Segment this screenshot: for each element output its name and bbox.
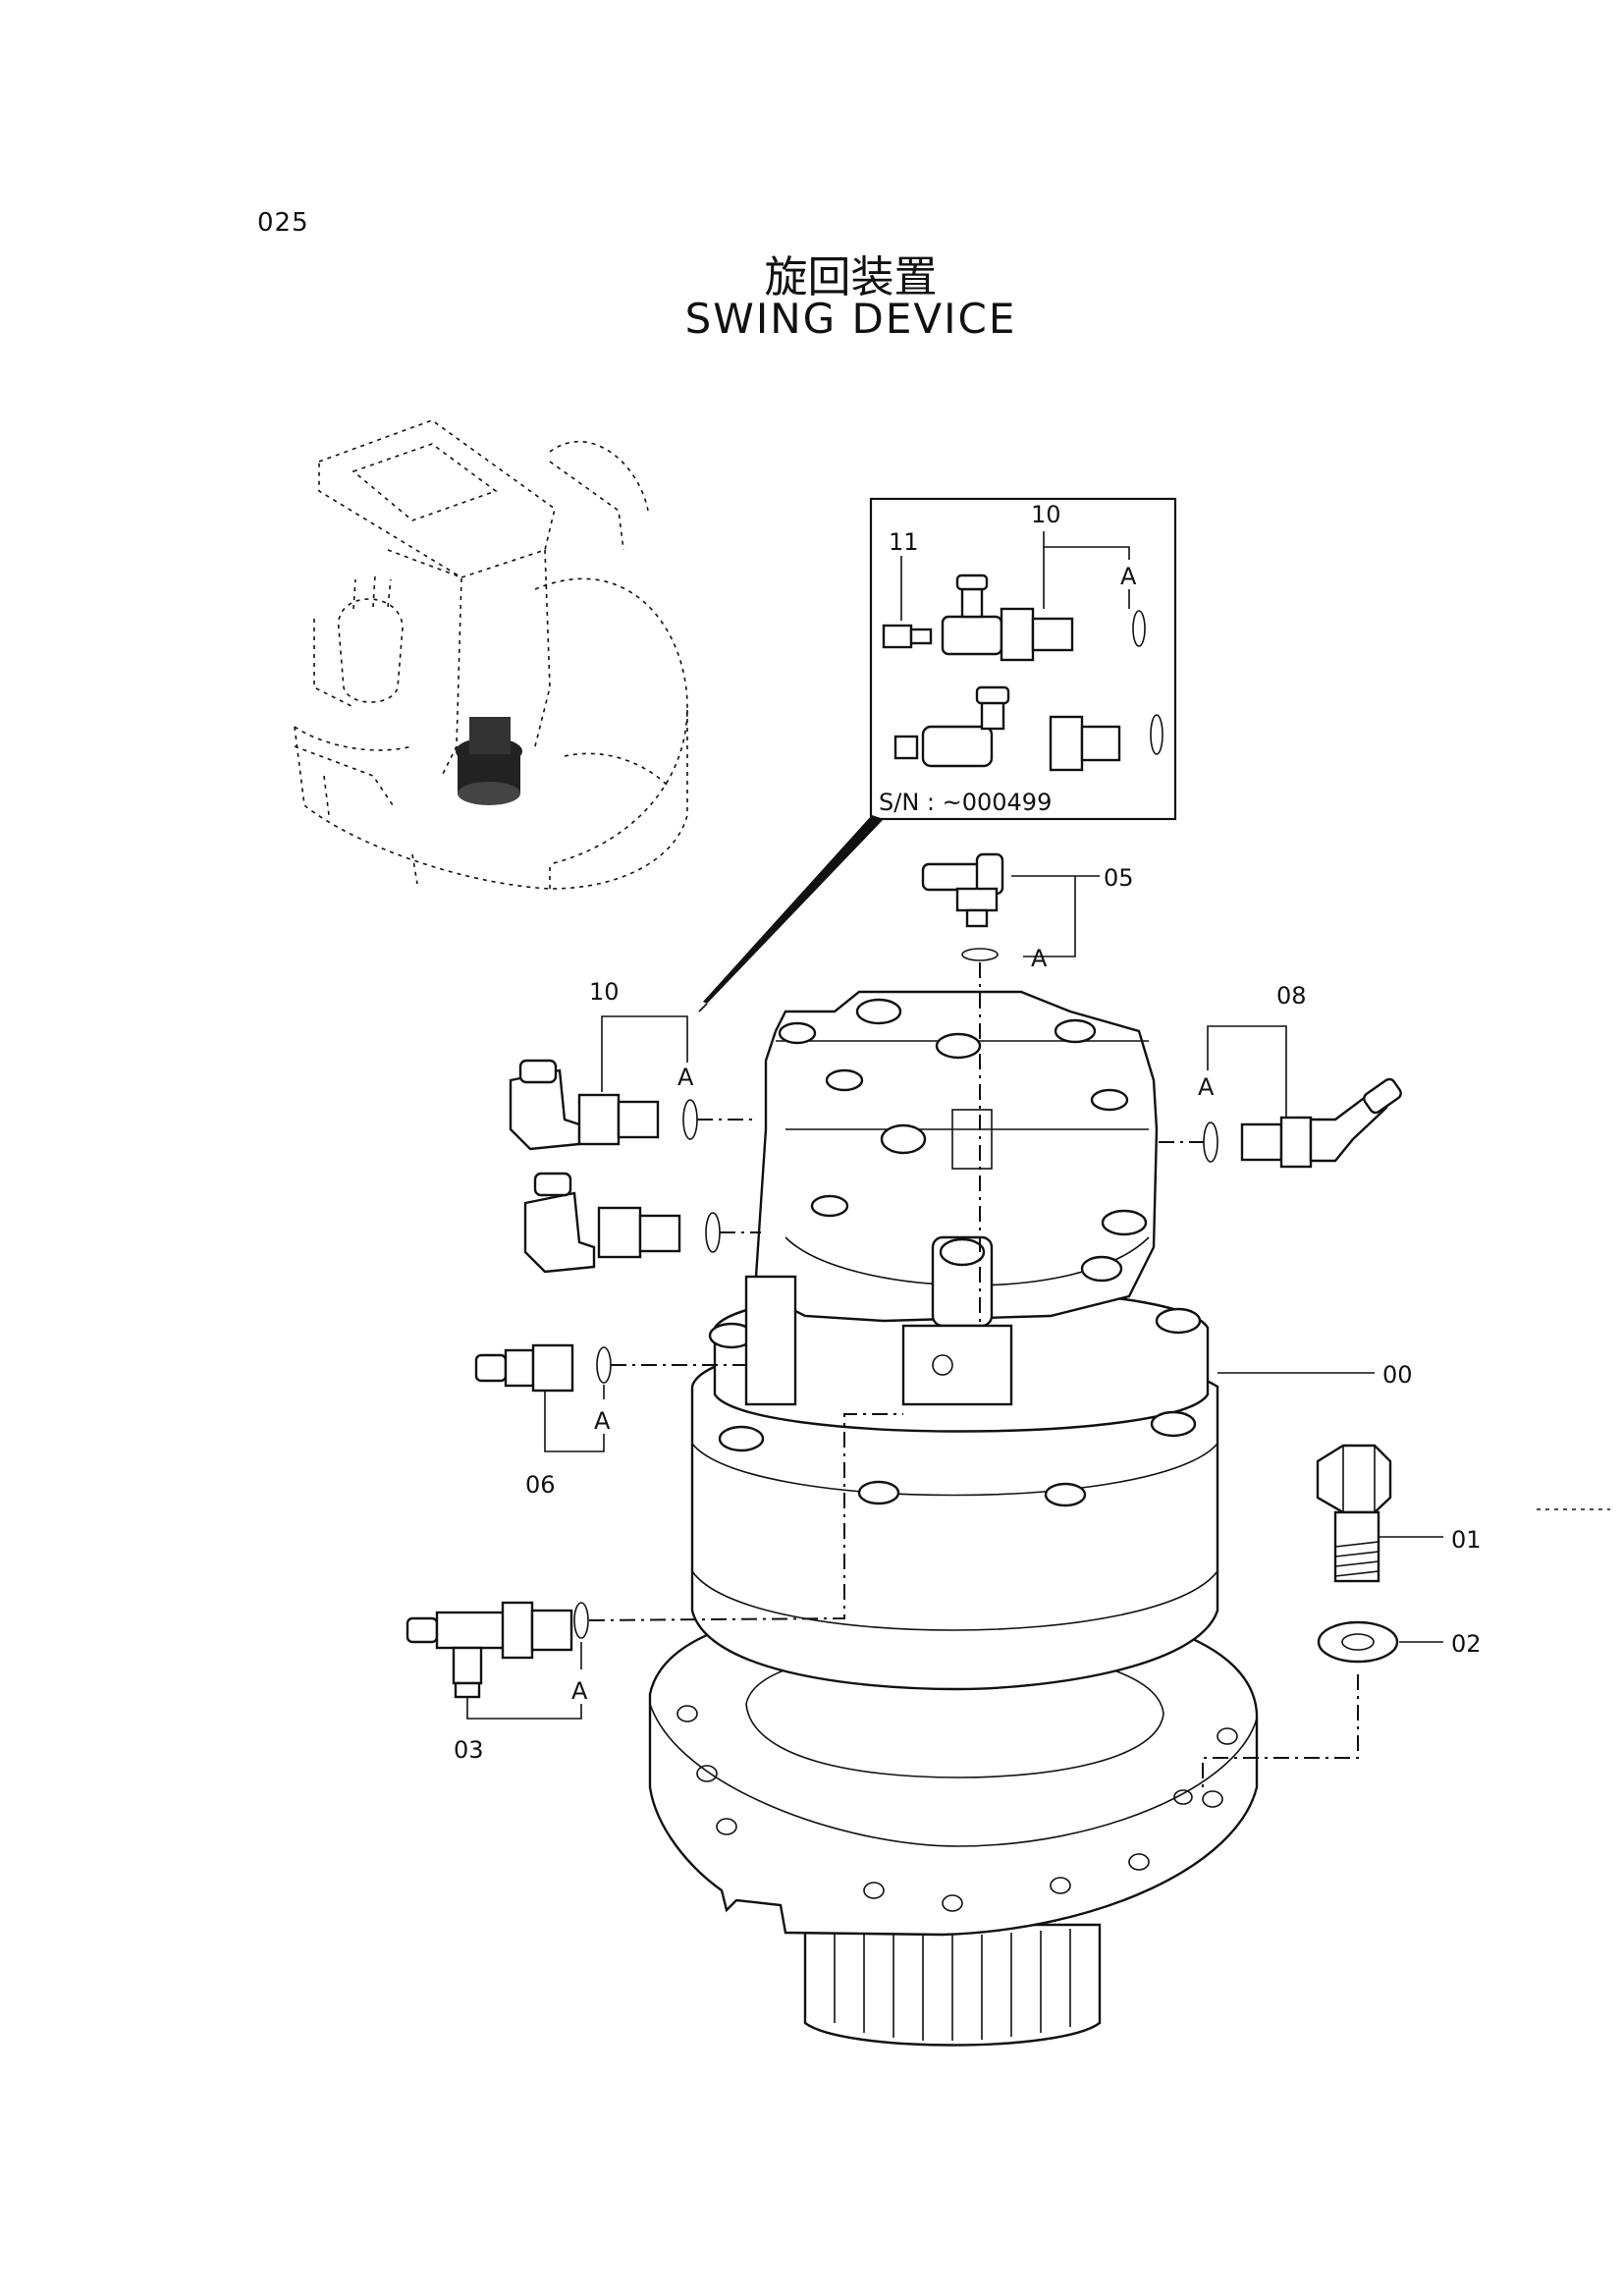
swing-device-assembly: [648, 990, 1259, 2047]
inset-box: 10 11 A S/N : ~000499: [698, 497, 1177, 1012]
motor-valve-block: [708, 990, 1202, 1507]
page-number: 025: [257, 208, 309, 238]
machine-locator-illustration: [294, 419, 688, 890]
inset-tee-upper: [882, 574, 1146, 662]
fitting-03-tee: 03 A: [406, 1413, 903, 1764]
serial-number-range: S/N : ~000499: [879, 789, 1052, 816]
fitting-05-elbow: 05 A: [921, 852, 1134, 1326]
fitting-08-elbow: 08 A: [1159, 982, 1402, 1169]
callout-02: 02: [1451, 1630, 1482, 1658]
callout-10: 10: [589, 978, 620, 1006]
callout-05: 05: [1104, 864, 1134, 892]
callout-08: 08: [1276, 982, 1307, 1010]
oring-label: A: [571, 1677, 588, 1705]
fitting-06-connector: 06 A: [474, 1343, 746, 1499]
pinion-gear: [803, 1923, 1102, 2047]
oring-label: A: [594, 1407, 611, 1435]
oring-label: A: [1031, 945, 1048, 972]
inset-tee-lower: [893, 685, 1163, 772]
oring-label: A: [1120, 563, 1137, 590]
callout-01: 01: [1451, 1526, 1482, 1554]
page-title: SWING DEVICE: [684, 295, 1017, 343]
callout-06: 06: [525, 1471, 556, 1499]
callout-10-inset: 10: [1031, 501, 1061, 528]
callout-00: 00: [1382, 1361, 1413, 1389]
fitting-10-elbows: 10 A: [509, 978, 761, 1274]
oring-label: A: [1198, 1073, 1215, 1101]
oring-label: A: [677, 1064, 694, 1091]
callout-03: 03: [454, 1736, 484, 1764]
callout-11: 11: [889, 528, 919, 556]
part-02-washer: 02: [1202, 1620, 1482, 1787]
swing-motor-location-marker: [456, 717, 522, 805]
part-01-bolt: 01: [1316, 1444, 1482, 1583]
callout-00-leader: 00: [1217, 1361, 1413, 1389]
page-title-japanese: 旋回装置: [764, 252, 938, 302]
